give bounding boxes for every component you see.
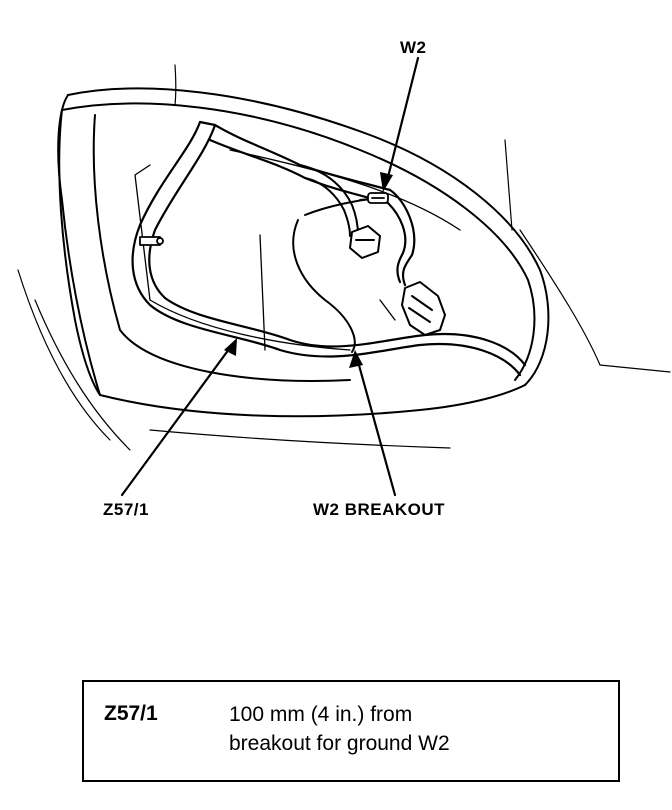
legend-description-line-1: 100 mm (4 in.) from — [229, 703, 413, 726]
legend-box: Z57/1 100 mm (4 in.) from breakout for g… — [82, 680, 620, 782]
harness-connector — [401, 281, 446, 336]
mounting-stud — [139, 236, 164, 246]
legend-description: 100 mm (4 in.) from breakout for ground … — [229, 700, 450, 758]
arrowhead-w2 — [380, 172, 393, 192]
housing-shell — [57, 87, 550, 418]
ground-terminal-w2 — [367, 192, 389, 204]
callout-label-w2: W2 — [400, 38, 427, 57]
w2-breakout-branch — [292, 164, 381, 353]
bulb-socket-connector — [349, 225, 381, 259]
reflector-cavity — [134, 149, 461, 351]
arrowhead-z57 — [224, 338, 237, 356]
z57-harness — [131, 120, 527, 377]
legend-code: Z57/1 — [104, 702, 158, 725]
arrowheads — [224, 172, 393, 368]
callout-label-w2-breakout: W2 BREAKOUT — [313, 500, 446, 519]
body-panel-outline — [17, 64, 671, 451]
callout-arrows — [120, 56, 420, 497]
callout-label-z57-1: Z57/1 — [103, 500, 149, 519]
legend-description-line-2: breakout for ground W2 — [229, 732, 450, 755]
arrowhead-breakout — [349, 350, 363, 368]
